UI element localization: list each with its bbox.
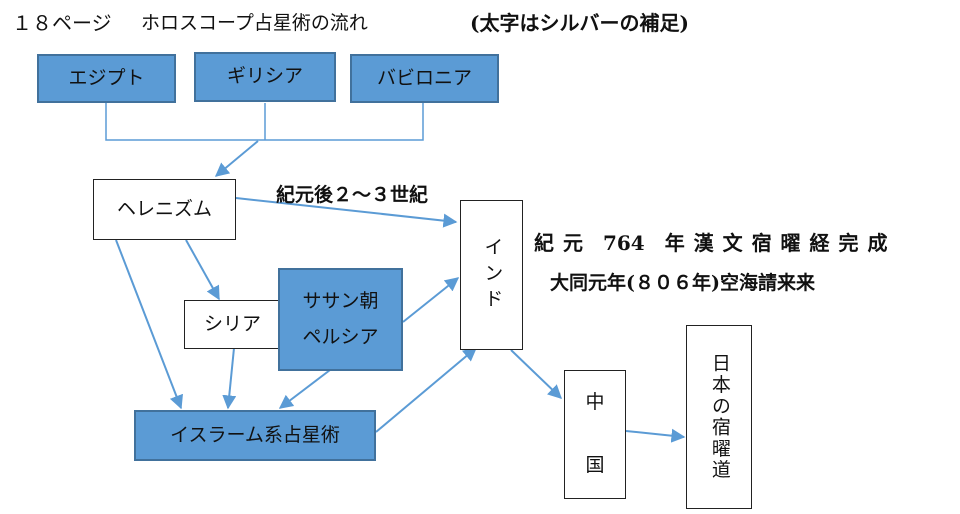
- origin-bracket: [105, 103, 424, 141]
- arrow-china-to-japan: [625, 428, 686, 443]
- node-islamic-label: イスラーム系占星術: [170, 423, 340, 446]
- page-number: １８ページ: [12, 11, 112, 35]
- arrow-sassanid-to-india: [402, 277, 460, 323]
- node-china-top: 中: [585, 390, 605, 413]
- annotation-century: 紀元後２～３世紀: [276, 184, 429, 206]
- node-greece-label: ギリシア: [226, 65, 303, 88]
- node-china: 中 国: [564, 370, 626, 499]
- arrow-syria-to-islamic: [222, 347, 237, 410]
- node-china-bottom: 国: [585, 454, 605, 477]
- node-babylonia: バビロニア: [350, 54, 499, 103]
- node-syria-label: シリア: [203, 312, 261, 335]
- node-sassanid-persia: ササン朝 ペルシア: [278, 268, 403, 371]
- annotation-ad764: 紀 元 764 年 漢 文 宿 曜 経 完 成: [534, 231, 888, 255]
- node-syria: シリア: [184, 300, 281, 349]
- node-hellenism: ヘレニズム: [93, 179, 236, 240]
- node-babylonia-label: バビロニア: [376, 66, 472, 89]
- node-india-label: インド: [481, 236, 504, 314]
- arrow-india-to-china: [510, 349, 563, 399]
- page-title: ホロスコープ占星術の流れ: [141, 12, 368, 34]
- node-egypt-label: エジプト: [68, 66, 145, 89]
- node-sassanid-line1: ササン朝: [302, 289, 379, 312]
- node-india: インド: [460, 200, 523, 350]
- arrow-hellenism-to-syria: [185, 239, 220, 301]
- arrow-hellenism-to-islamic: [115, 239, 183, 410]
- arrow-origins-to-hellenism: [214, 140, 259, 177]
- node-egypt: エジプト: [37, 54, 176, 103]
- node-hellenism-label: ヘレニズム: [116, 197, 212, 220]
- node-japan: 日本の宿曜道: [686, 325, 752, 509]
- node-sassanid-line2: ペルシア: [302, 325, 379, 348]
- node-islamic-astrology: イスラーム系占星術: [134, 410, 376, 461]
- node-japan-label: 日本の宿曜道: [708, 353, 731, 481]
- annotation-kukai: 大同元年(８０６年)空海請来来: [550, 272, 815, 294]
- node-greece: ギリシア: [194, 52, 336, 102]
- supplement-note: (太字はシルバーの補足): [470, 11, 689, 35]
- arrow-sassanid-to-islamic: [278, 369, 331, 409]
